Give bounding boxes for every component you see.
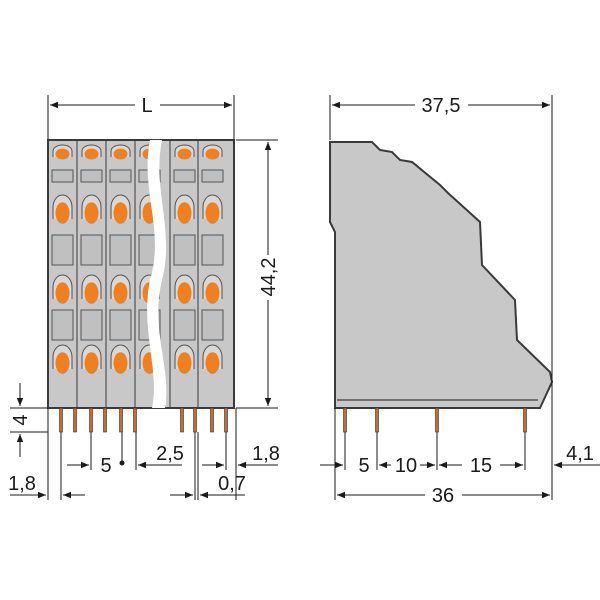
- dimensions: L 44,2 4 5 2,5 1,8 1,8 0,7: [8, 95, 600, 507]
- solder-pin: [210, 407, 214, 433]
- side-housing: [329, 141, 554, 409]
- dim-width-L: L: [141, 95, 152, 117]
- test-slot: [173, 169, 196, 183]
- solder-pin: [133, 407, 137, 433]
- test-slot: [51, 169, 74, 183]
- solder-pin: [180, 407, 184, 433]
- dim-pin-length: 4: [10, 414, 32, 425]
- orange-clamp-actuator: [177, 148, 192, 160]
- solder-pin: [73, 407, 77, 433]
- orange-clamp-actuator: [113, 282, 128, 304]
- dim-right-offset: 4,1: [566, 443, 594, 465]
- dim-side-pitch-1: 5: [358, 455, 369, 477]
- orange-clamp-actuator: [55, 202, 70, 224]
- orange-clamp-actuator: [84, 282, 99, 304]
- test-slot: [201, 309, 224, 341]
- orange-clamp-actuator: [177, 202, 192, 224]
- solder-pin: [343, 407, 347, 433]
- orange-clamp-actuator: [55, 282, 70, 304]
- orange-clamp-actuator: [55, 148, 70, 160]
- orange-clamp-actuator: [113, 202, 128, 224]
- dim-side-pitch-3: 15: [470, 455, 492, 477]
- test-slot: [173, 234, 196, 266]
- test-slot: [80, 234, 103, 266]
- solder-pin: [435, 407, 439, 433]
- test-slot: [173, 309, 196, 341]
- orange-clamp-actuator: [177, 352, 192, 374]
- test-slot: [80, 169, 103, 183]
- dim-pin-width: 0,7: [218, 473, 246, 495]
- dim-right-margin: 1,8: [252, 443, 280, 465]
- orange-clamp-actuator: [205, 202, 220, 224]
- orange-clamp-actuator: [205, 282, 220, 304]
- test-slot: [109, 309, 132, 341]
- orange-clamp-actuator: [84, 148, 99, 160]
- dim-side-pitch-2: 10: [395, 455, 417, 477]
- test-slot: [51, 309, 74, 341]
- orange-clamp-actuator: [177, 282, 192, 304]
- test-slot: [109, 169, 132, 183]
- solder-pin: [224, 407, 228, 433]
- solder-pin: [103, 407, 107, 433]
- orange-clamp-actuator: [84, 352, 99, 374]
- orange-clamp-actuator: [55, 352, 70, 374]
- test-slot: [80, 309, 103, 341]
- solder-pin: [193, 407, 197, 433]
- dim-pitch: 5: [100, 455, 111, 477]
- dim-base-length: 36: [432, 485, 454, 507]
- dim-left-margin: 1,8: [8, 473, 36, 495]
- orange-clamp-actuator: [205, 148, 220, 160]
- break-line: [147, 140, 167, 408]
- dim-offset: 2,5: [156, 443, 184, 465]
- test-slot: [51, 234, 74, 266]
- test-slot: [201, 234, 224, 266]
- front-view: [47, 139, 235, 433]
- test-slot: [201, 169, 224, 183]
- orange-clamp-actuator: [113, 352, 128, 374]
- orange-clamp-actuator: [84, 202, 99, 224]
- dim-depth: 37,5: [422, 95, 461, 117]
- solder-pin: [119, 407, 123, 433]
- side-view: [329, 141, 554, 433]
- test-slot: [109, 234, 132, 266]
- solder-pin: [523, 407, 527, 433]
- orange-clamp-actuator: [113, 148, 128, 160]
- solder-pin: [89, 407, 93, 433]
- orange-clamp-actuator: [205, 352, 220, 374]
- dim-height: 44,2: [258, 258, 280, 297]
- solder-pin: [375, 407, 379, 433]
- solder-pin: [59, 407, 63, 433]
